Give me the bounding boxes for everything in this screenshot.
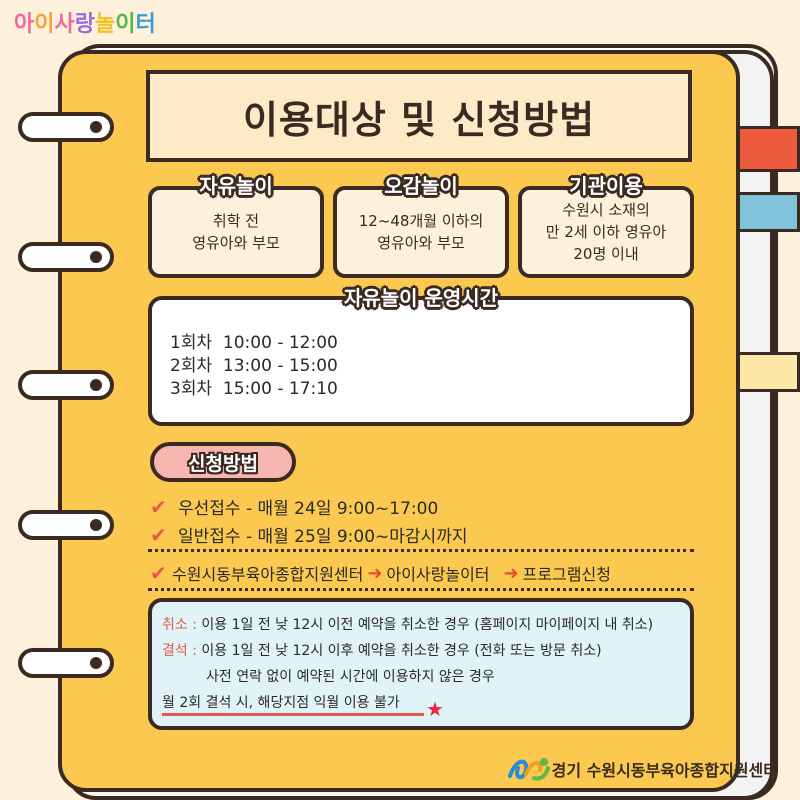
check-icon: ✔	[150, 561, 167, 585]
hours-row: 3회차 15:00 - 17:10	[170, 378, 338, 401]
path-step: 수원시동부육아종합지원센터	[172, 565, 364, 584]
footer-org: 경기 수원시동부육아종합지원센터	[506, 754, 778, 784]
ring-hole	[90, 379, 102, 391]
check-icon: ✔	[150, 522, 167, 547]
logo-char: 랑	[74, 12, 95, 37]
session-time: 13:00 - 15:00	[222, 356, 338, 376]
apply-method-label: 신청방법	[188, 452, 258, 475]
hours-label: 자유놀이 운영시간	[343, 286, 499, 310]
logo-char: 이	[34, 12, 55, 37]
binder-ring	[18, 510, 114, 540]
warning-underline	[162, 713, 424, 716]
cancel-policy: 취소 : 이용 1일 전 낮 12시 이전 예약을 취소한 경우 (홈페이지 마…	[162, 614, 653, 634]
path-step: 아이사랑놀이터	[386, 565, 490, 584]
title-box: 이용대상 및 신청방법	[146, 70, 692, 162]
ring-hole	[90, 121, 102, 133]
brand-logo: 아이사랑 놀이터	[14, 6, 156, 38]
card-line: 영유아와 부모	[377, 234, 465, 252]
apply-path: ✔수원시동부육아종합지원센터 ➜아이사랑놀이터 ➜프로그램신청	[150, 561, 611, 585]
logo-char: 놀	[95, 12, 116, 37]
path-step: 프로그램신청	[522, 565, 611, 584]
card-line: 영유아와 부모	[192, 234, 280, 252]
binder-ring	[18, 370, 114, 400]
org-logo-icon	[507, 758, 550, 781]
arrow-right-icon: ➜	[367, 562, 383, 584]
target-label: 기관이용	[569, 174, 643, 198]
apply-method-pill: 신청방법	[150, 442, 296, 482]
apply-item: ✔ 일반접수 - 매월 25일 9:00~마감시까지	[150, 522, 468, 548]
absent-policy: 결석 : 이용 1일 전 낮 12시 이후 예약을 취소한 경우 (전화 또는 …	[162, 640, 602, 660]
page-title: 이용대상 및 신청방법	[242, 97, 596, 142]
binder-ring	[18, 242, 114, 272]
hours-row: 1회차 10:00 - 12:00	[170, 332, 338, 355]
notice-box	[148, 598, 694, 730]
hours-list: 1회차 10:00 - 12:00 2회차 13:00 - 15:00 3회차 …	[170, 332, 338, 401]
session-time: 15:00 - 17:10	[222, 379, 338, 399]
ring-hole	[90, 251, 102, 263]
session-time: 10:00 - 12:00	[222, 333, 338, 353]
card-line: 취학 전	[212, 212, 260, 230]
warning-text: 월 2회 결석 시, 해당지점 익월 이용 불가	[162, 695, 400, 711]
star-icon: ★	[426, 697, 444, 721]
logo-char: 이	[115, 12, 136, 37]
session-name: 3회차	[170, 379, 213, 399]
hours-box	[148, 296, 694, 426]
apply-item-text: 일반접수 - 매월 25일 9:00~마감시까지	[178, 527, 468, 547]
side-tab-cream	[740, 352, 800, 392]
ring-hole	[90, 657, 102, 669]
logo-char: 아	[14, 12, 35, 37]
logo-char: 사	[54, 12, 75, 37]
footer-org-name: 경기 수원시동부육아종합지원센터	[551, 761, 778, 780]
card-line: 20명 이내	[573, 245, 639, 263]
card-line: 만 2세 이하 영유아	[545, 223, 667, 241]
binder-ring	[18, 648, 114, 678]
target-label: 오감놀이	[384, 174, 458, 198]
target-label: 자유놀이	[199, 174, 273, 198]
absent-text-2: 사전 연락 없이 예약된 시간에 이용하지 않은 경우	[206, 669, 495, 685]
cancel-text: 이용 1일 전 낮 12시 이전 예약을 취소한 경우 (홈페이지 마이페이지 …	[201, 617, 654, 633]
logo-char: 터	[135, 12, 156, 37]
check-icon: ✔	[150, 494, 167, 519]
session-name: 2회차	[170, 356, 213, 376]
binder-ring	[18, 112, 114, 142]
side-tab-red	[740, 126, 800, 172]
session-name: 1회차	[170, 333, 213, 353]
ring-hole	[90, 519, 102, 531]
dotted-divider	[148, 549, 694, 552]
card-line: 12~48개월 이하의	[358, 212, 484, 230]
side-tab-blue	[740, 192, 800, 232]
hours-row: 2회차 13:00 - 15:00	[170, 355, 338, 378]
arrow-right-icon: ➜	[503, 562, 519, 584]
absent-label: 결석 :	[162, 643, 197, 659]
apply-item-text: 우선접수 - 매월 24일 9:00~17:00	[178, 499, 439, 519]
card-line: 수원시 소재의	[562, 201, 650, 219]
cancel-label: 취소 :	[162, 617, 197, 633]
dotted-divider	[148, 588, 694, 591]
absent-text: 이용 1일 전 낮 12시 이후 예약을 취소한 경우 (전화 또는 방문 취소…	[201, 643, 602, 659]
apply-item: ✔ 우선접수 - 매월 24일 9:00~17:00	[150, 494, 439, 520]
